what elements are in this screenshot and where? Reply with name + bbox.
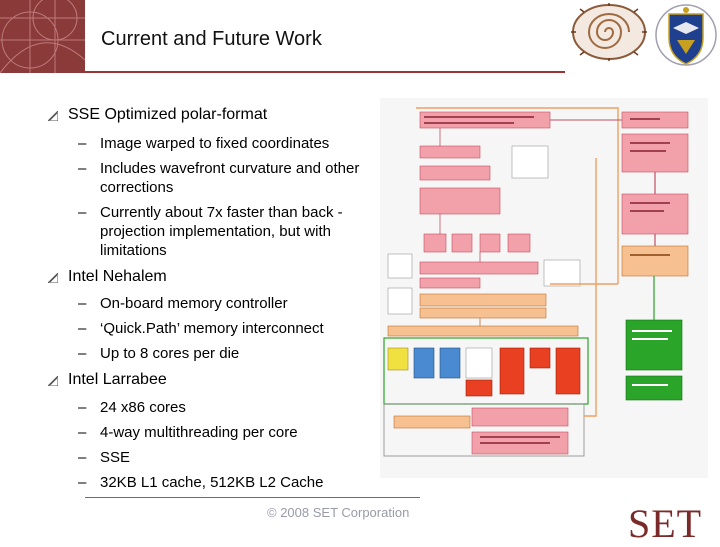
bullet-text: Intel Nehalem [68, 268, 167, 285]
sub-bullet-text: Up to 8 cores per die [100, 345, 240, 362]
diagram-block [387, 253, 413, 279]
diagram-block [499, 347, 525, 395]
diagram-block [479, 233, 501, 253]
diagram-block [393, 415, 471, 429]
diagram-block [419, 187, 501, 215]
diagram-block [465, 347, 493, 379]
diagram-block [621, 133, 689, 173]
set-logo: SET [628, 501, 703, 546]
diagram-block [439, 347, 461, 379]
triangle-bullet-icon [48, 273, 58, 283]
sub-bullet-text: SSE [100, 449, 131, 466]
decorative-lines-icon [0, 0, 85, 73]
sub-bullet-text: 24 x86 cores [100, 399, 186, 416]
sub-bullet-text: 32KB L1 cache, 512KB L2 Cache [100, 474, 324, 491]
diagram-block [419, 293, 547, 307]
title-divider [85, 71, 565, 73]
diagram-block [423, 233, 447, 253]
bullet-text: Intel Larrabee [68, 371, 167, 388]
diagram-block [419, 261, 539, 275]
sub-bullet-text: ‘Quick.Path’ memory interconnect [100, 320, 324, 337]
sub-bullet-text: Includes wavefront curvature and other c… [100, 160, 360, 196]
diagram-block [413, 347, 435, 379]
sub-bullet-text: Image warped to fixed coordinates [100, 135, 330, 152]
diagram-block [451, 233, 473, 253]
brand-panel [0, 0, 85, 73]
sub-bullet-text: On-board memory controller [100, 295, 288, 312]
diagram-block [511, 145, 549, 179]
diagram-block [419, 307, 547, 319]
diagram-block [625, 319, 683, 371]
footer-copyright: © 2008 SET Corporation [267, 505, 410, 520]
diagram-block [507, 233, 531, 253]
sub-bullet-text: Currently about 7x faster than back -pro… [100, 204, 343, 259]
diagram-block [387, 287, 413, 315]
diagram-block [625, 375, 683, 401]
diagram-block [419, 165, 491, 181]
triangle-bullet-icon [48, 111, 58, 121]
diagram-block [387, 325, 579, 337]
diagram-block [555, 347, 581, 395]
slide-title: Current and Future Work [101, 28, 322, 50]
diagram-block [387, 347, 409, 371]
footer-divider [85, 497, 420, 498]
diagram-block [621, 193, 689, 235]
diagram-block [529, 347, 551, 369]
diagram-block [465, 379, 493, 397]
diagram-block [621, 245, 689, 277]
spiral-logo-icon [571, 3, 647, 61]
diagram-block [419, 145, 481, 159]
diagram-block [543, 259, 581, 287]
diagram-block [419, 111, 551, 129]
bullet-text: SSE Optimized polar-format [68, 106, 268, 123]
sub-bullet-text: 4-way multithreading per core [100, 424, 298, 441]
shield-logo-icon [655, 4, 717, 66]
triangle-bullet-icon [48, 376, 58, 386]
diagram-block [419, 277, 481, 289]
microarchitecture-diagram [380, 98, 708, 478]
diagram-block [471, 407, 569, 427]
